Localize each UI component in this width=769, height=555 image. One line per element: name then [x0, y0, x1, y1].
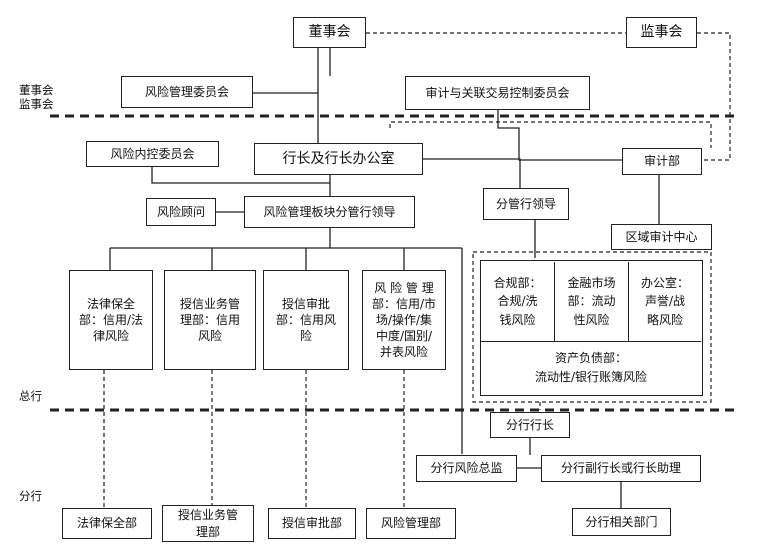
risk-leader-box: 风险管理板块分管行领导 [244, 196, 415, 228]
asset-liability-department-cell: 资产负债部： 流动性/银行账簿风险 [534, 351, 648, 384]
regional-audit-center-box: 区域审计中心 [611, 224, 712, 250]
president-office-box: 行长及行长办公室 [254, 143, 423, 175]
branch-credit-approval-department-box: 授信审批部 [268, 508, 356, 539]
department-grid [480, 260, 703, 396]
risk-management-department-box: 风 险 管 理 部：信用/市 场/操作/集 中度/国别/ 并表风险 [362, 270, 446, 370]
section-label-head-office: 总行 [19, 389, 42, 403]
branch-legal-department-box: 法律保全部 [62, 508, 152, 539]
office-cell: 办公室： 声誉/战 略风险 [629, 262, 701, 342]
board-box: 董事会 [293, 17, 366, 48]
section-label-branch: 分行 [19, 489, 42, 503]
credit-approval-department-box: 授信审批 部：信用风 险 [263, 270, 349, 370]
risk-advisor-box: 风险顾问 [146, 198, 216, 226]
internal-control-committee-box: 风险内控委员会 [86, 141, 219, 167]
compliance-department-cell: 合规部： 合规/洗 钱风险 [481, 262, 555, 342]
branch-credit-business-department-box: 授信业务管 理部 [162, 505, 254, 542]
audit-department-box: 审计部 [622, 148, 702, 175]
supervisory-board-box: 监事会 [626, 17, 697, 48]
branch-related-departments-box: 分行相关部门 [572, 508, 671, 536]
risk-management-committee-box: 风险管理委员会 [121, 76, 253, 108]
credit-business-department-box: 授信业务管 理部：信用 风险 [164, 270, 256, 370]
branch-vice-president-box: 分行副行长或行长助理 [541, 455, 701, 482]
audit-committee-box: 审计与关联交易控制委员会 [405, 76, 590, 110]
division-leader-box: 分管行领导 [483, 188, 569, 220]
branch-risk-management-department-box: 风险管理部 [366, 508, 456, 539]
financial-market-department-cell: 金融市场 部：流动 性风险 [555, 262, 629, 342]
branch-president-box: 分行行长 [490, 412, 570, 438]
legal-department-box: 法律保全 部：信用/法 律风险 [69, 270, 153, 370]
section-label-board: 董事会 监事会 [19, 83, 54, 111]
branch-risk-director-box: 分行风险总监 [416, 455, 517, 482]
